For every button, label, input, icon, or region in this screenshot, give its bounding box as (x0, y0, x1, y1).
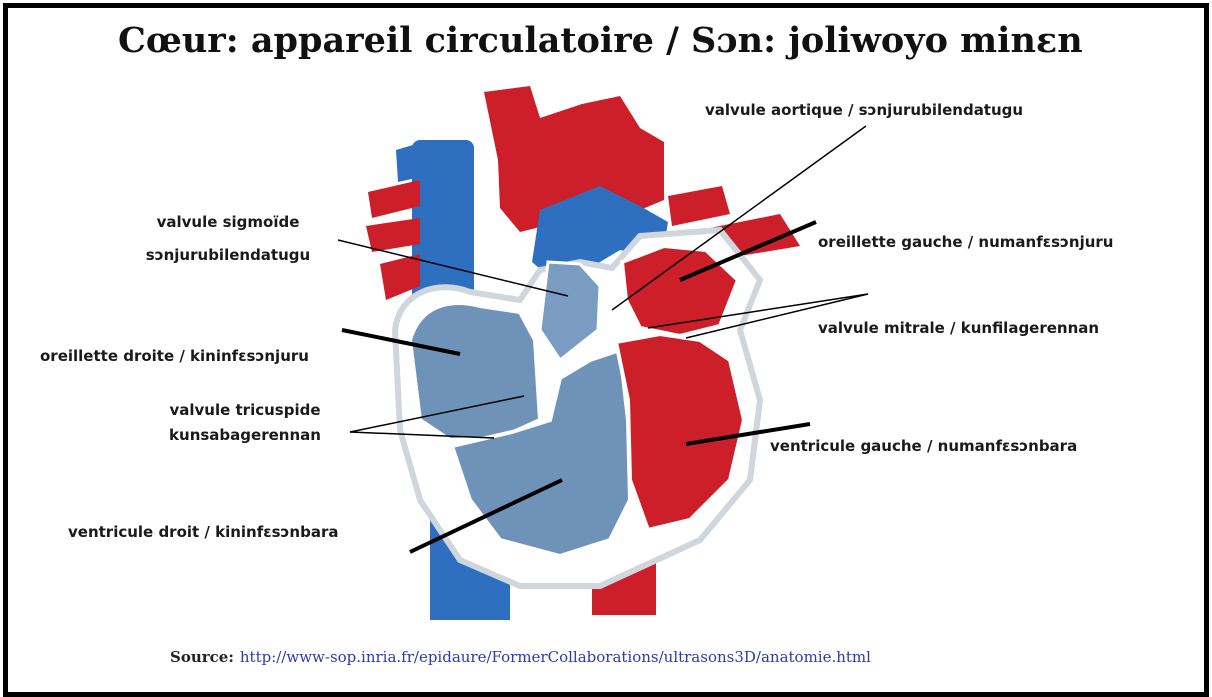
diagram-title: Cœur: appareil circulatoire / Sɔn: joliw… (118, 20, 1078, 61)
label-tricuspid-valve: valvule tricuspide kunsabagerennan (140, 400, 350, 446)
label-left-ventricle: ventricule gauche / numanfɛsɔnbara (770, 436, 1077, 457)
label-tricuspid-valve-line2: kunsabagerennan (140, 425, 350, 446)
label-right-ventricle: ventricule droit / kininfɛsɔnbara (68, 522, 339, 543)
source-label: Source: (170, 648, 234, 666)
source-line: Source: http://www-sop.inria.fr/epidaure/… (170, 648, 871, 666)
source-link[interactable]: http://www-sop.inria.fr/epidaure/FormerC… (240, 648, 871, 666)
label-left-atrium: oreillette gauche / numanfɛsɔnjuru (818, 232, 1113, 253)
label-sigmoid-valve: valvule sigmoïde sɔnjurubilendatugu (118, 212, 338, 266)
label-aortic-valve: valvule aortique / sɔnjurubilendatugu (705, 100, 1023, 121)
left-chambers (616, 246, 744, 530)
label-right-atrium: oreillette droite / kininfɛsɔnjuru (40, 346, 309, 367)
label-mitral-valve: valvule mitrale / kunfilagerennan (818, 318, 1099, 339)
label-sigmoid-valve-line1: valvule sigmoïde (118, 212, 338, 233)
pulmonary-veins-left (366, 180, 420, 300)
label-sigmoid-valve-line2: sɔnjurubilendatugu (118, 245, 338, 266)
label-tricuspid-valve-line1: valvule tricuspide (140, 400, 350, 421)
